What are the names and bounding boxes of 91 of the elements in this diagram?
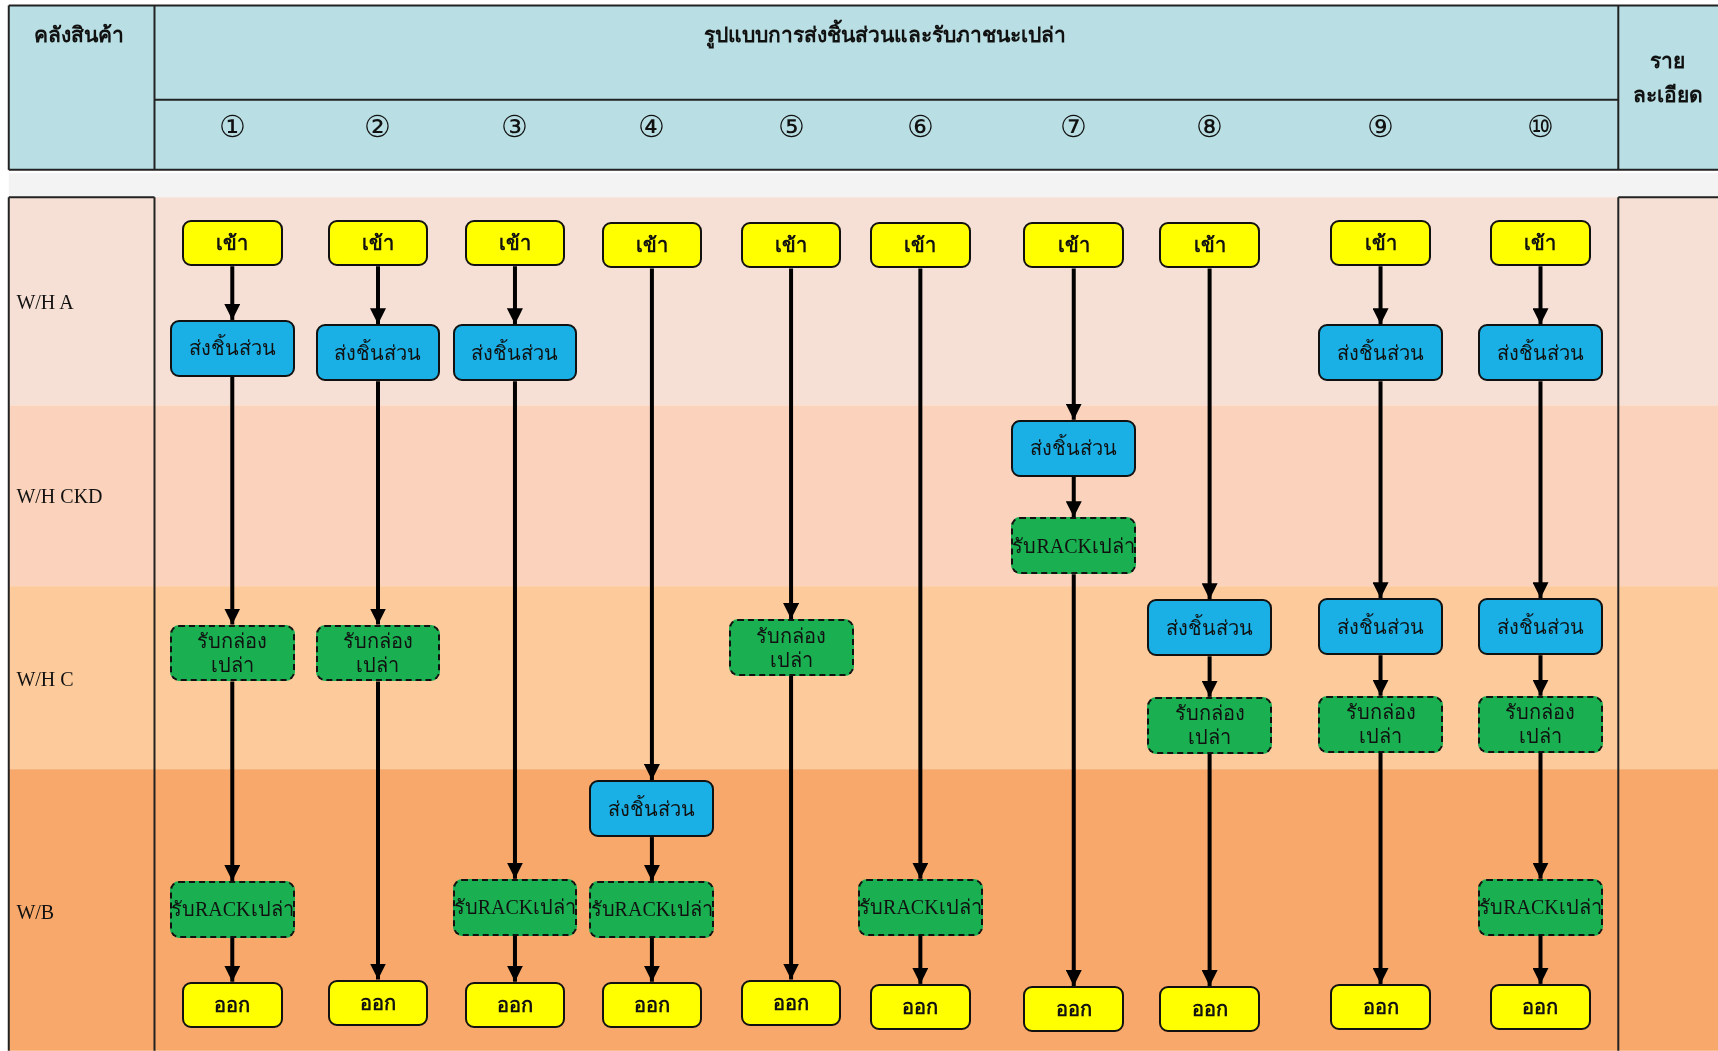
row-label: W/H CKD (16, 484, 103, 510)
end-box: ออก (601, 981, 703, 1028)
arrow (1201, 753, 1218, 987)
arrow (1065, 476, 1082, 518)
arrow (224, 376, 241, 625)
arrow (643, 837, 660, 881)
end-box: ออก (181, 981, 283, 1028)
arrow (506, 266, 523, 325)
arrow (643, 268, 660, 781)
process-box: ส่งชิ้นส่วน (1478, 324, 1603, 382)
start-box: เข้า (1159, 222, 1260, 269)
start-box: เข้า (327, 220, 429, 267)
end-box: ออก (464, 981, 566, 1028)
end-box: ออก (869, 983, 971, 1030)
column-number: ① (218, 109, 246, 146)
process-box: ส่งชิ้นส่วน (452, 324, 578, 382)
column-header: รูปแบบการส่งชิ้นส่วนและรับภาชนะเปล่า (704, 19, 1067, 53)
end-box: ออก (1159, 986, 1260, 1033)
process-box: ส่งชิ้นส่วน (1147, 599, 1273, 657)
arrow (1532, 655, 1549, 696)
column-header: คลังสินค้า (33, 22, 124, 50)
column-number: ⑤ (777, 109, 805, 146)
return-box: รับRACKเปล่า (452, 878, 578, 936)
return-box: รับกล่องเปล่า (728, 619, 854, 676)
process-box: ส่งชิ้นส่วน (169, 319, 295, 377)
start-box: เข้า (1023, 222, 1125, 269)
arrow (224, 937, 241, 982)
process-box: ส่งชิ้นส่วน (1318, 324, 1443, 382)
start-box: เข้า (740, 222, 842, 269)
start-box: เข้า (181, 220, 283, 267)
return-box: รับRACKเปล่า (1011, 517, 1137, 575)
column-number: ⑨ (1367, 109, 1394, 146)
arrow (370, 266, 386, 325)
arrow (643, 937, 660, 982)
end-box: ออก (327, 979, 429, 1026)
arrow (1065, 268, 1082, 420)
return-box: รับRACKเปล่า (169, 880, 295, 938)
column-number: ④ (638, 109, 666, 146)
arrow (1372, 752, 1389, 984)
arrow (224, 681, 241, 881)
start-box: เข้า (869, 222, 971, 269)
arrow (506, 381, 523, 879)
arrow (1372, 381, 1389, 599)
process-box: ส่งชิ้นส่วน (1011, 419, 1137, 477)
arrow (1201, 268, 1218, 600)
return-box: รับกล่องเปล่า (1478, 695, 1603, 753)
column-number: ② (364, 109, 392, 146)
return-box: รับกล่องเปล่า (315, 624, 441, 682)
return-box: รับRACKเปล่า (1478, 878, 1603, 936)
start-box: เข้า (1490, 220, 1591, 267)
arrow (1065, 574, 1082, 987)
arrow (1532, 266, 1549, 325)
arrow (1372, 266, 1389, 325)
arrow (1532, 381, 1549, 599)
start-box: เข้า (464, 220, 566, 267)
arrow (370, 681, 386, 980)
arrow (1532, 752, 1549, 879)
return-box: รับRACKเปล่า (589, 880, 715, 938)
arrow (912, 268, 929, 879)
row-label: W/H A (16, 290, 74, 316)
return-box: รับกล่องเปล่า (1318, 695, 1443, 753)
end-box: ออก (740, 979, 842, 1026)
column-number: ⑦ (1060, 109, 1088, 146)
end-box: ออก (1490, 983, 1591, 1030)
return-box: รับกล่องเปล่า (169, 624, 295, 682)
column-header: รายละเอียด (1632, 48, 1703, 109)
start-box: เข้า (601, 222, 703, 269)
arrow (912, 935, 929, 984)
arrow (1532, 935, 1549, 984)
column-number: ③ (501, 109, 529, 146)
arrow (1372, 655, 1389, 696)
process-box: ส่งชิ้นส่วน (589, 780, 715, 838)
arrow (1201, 656, 1218, 697)
column-number: ⑩ (1527, 109, 1554, 146)
return-box: รับกล่องเปล่า (1147, 696, 1273, 754)
column-number: ⑧ (1196, 109, 1224, 146)
return-box: รับRACKเปล่า (857, 878, 983, 936)
end-box: ออก (1330, 983, 1431, 1030)
process-box: ส่งชิ้นส่วน (1478, 598, 1603, 656)
arrow (783, 676, 800, 980)
row-label: W/H C (16, 667, 74, 693)
arrow (506, 935, 523, 982)
process-box: ส่งชิ้นส่วน (315, 324, 441, 382)
arrow (224, 266, 241, 320)
arrow (783, 268, 800, 620)
column-number: ⑥ (906, 109, 934, 146)
start-box: เข้า (1330, 220, 1431, 267)
process-box: ส่งชิ้นส่วน (1318, 598, 1443, 656)
arrow (370, 381, 386, 625)
row-label: W/B (16, 899, 55, 925)
end-box: ออก (1023, 986, 1125, 1033)
